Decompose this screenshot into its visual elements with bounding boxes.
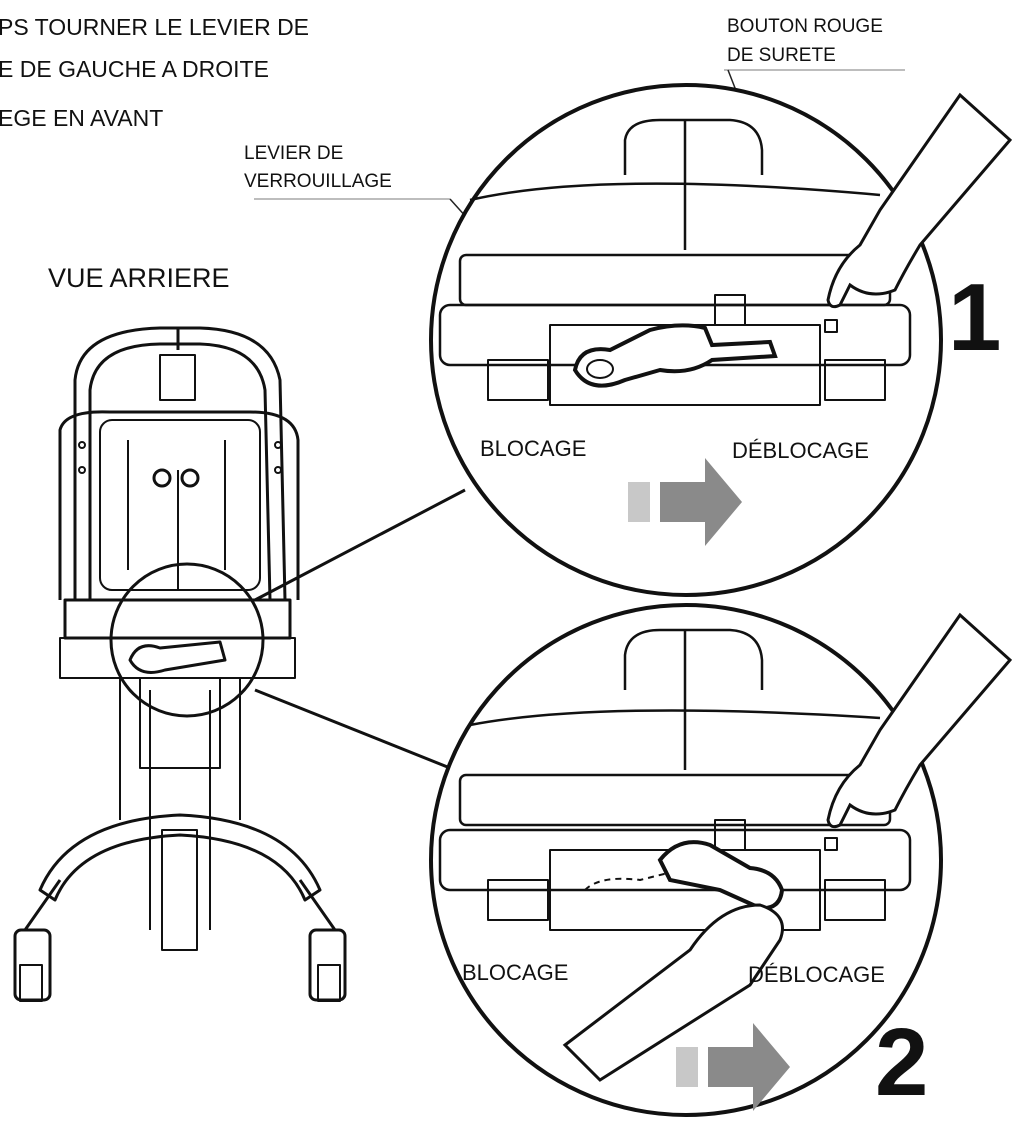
connector-line-top bbox=[254, 488, 466, 602]
zoom-focus-circle bbox=[109, 562, 265, 718]
lock-lever-label-2: VERROUILLAGE bbox=[244, 171, 392, 192]
chair-rear-view bbox=[13, 326, 347, 1002]
lever-icon bbox=[572, 323, 778, 388]
hand-icon bbox=[826, 92, 1013, 309]
step-2-lock-label: BLOCAGE bbox=[462, 960, 569, 985]
lock-lever-label-1: LEVIER DE bbox=[244, 143, 344, 164]
arrow-right-icon bbox=[628, 458, 742, 546]
step-1-lock-label: BLOCAGE bbox=[480, 436, 587, 461]
instruction-line-1: PS TOURNER LE LEVIER DE bbox=[0, 14, 310, 40]
step-number-1: 1 bbox=[948, 264, 1002, 371]
detail-view-1 bbox=[429, 83, 1013, 597]
detail-view-2 bbox=[429, 603, 1013, 1117]
instruction-line-3: EGE EN AVANT bbox=[0, 105, 164, 131]
instruction-line-2: E DE GAUCHE A DROITE bbox=[0, 56, 269, 82]
step-number-2: 2 bbox=[875, 1009, 929, 1116]
step-1-unlock-label: DÉBLOCAGE bbox=[732, 438, 869, 463]
connector-line-bottom bbox=[254, 688, 456, 772]
safety-button-label-2: DE SURETE bbox=[727, 45, 836, 66]
step-2-unlock-label: DÉBLOCAGE bbox=[748, 962, 885, 987]
rear-view-label: VUE ARRIERE bbox=[48, 263, 230, 293]
safety-button-label-1: BOUTON ROUGE bbox=[727, 16, 883, 37]
arrow-right-icon bbox=[676, 1023, 790, 1111]
